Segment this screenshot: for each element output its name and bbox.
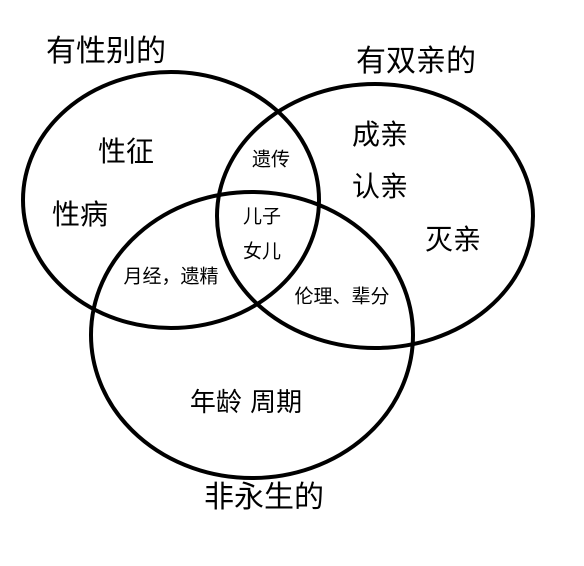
set-c-label: 非永生的 [204,480,324,515]
region-a-item: 性病 [51,198,109,231]
region-b-item: 认亲 [351,170,409,203]
region-abc-item: 儿子 [242,205,282,228]
region-ab-item: 遗传 [251,148,291,171]
region-ac-item: 月经，遗精 [123,265,219,288]
set-c-circle [89,190,415,480]
region-a-item: 性征 [97,135,155,168]
region-c-item: 年龄 周期 [189,388,303,418]
region-abc-item: 女儿 [242,240,282,263]
region-b-item: 成亲 [351,118,409,151]
set-a-circle [21,70,321,330]
set-a-label: 有性别的 [46,34,166,69]
set-b-label: 有双亲的 [356,44,476,79]
set-b-circle [215,82,535,350]
region-b-item: 灭亲 [424,223,482,256]
region-bc-item: 伦理、辈分 [294,285,390,308]
